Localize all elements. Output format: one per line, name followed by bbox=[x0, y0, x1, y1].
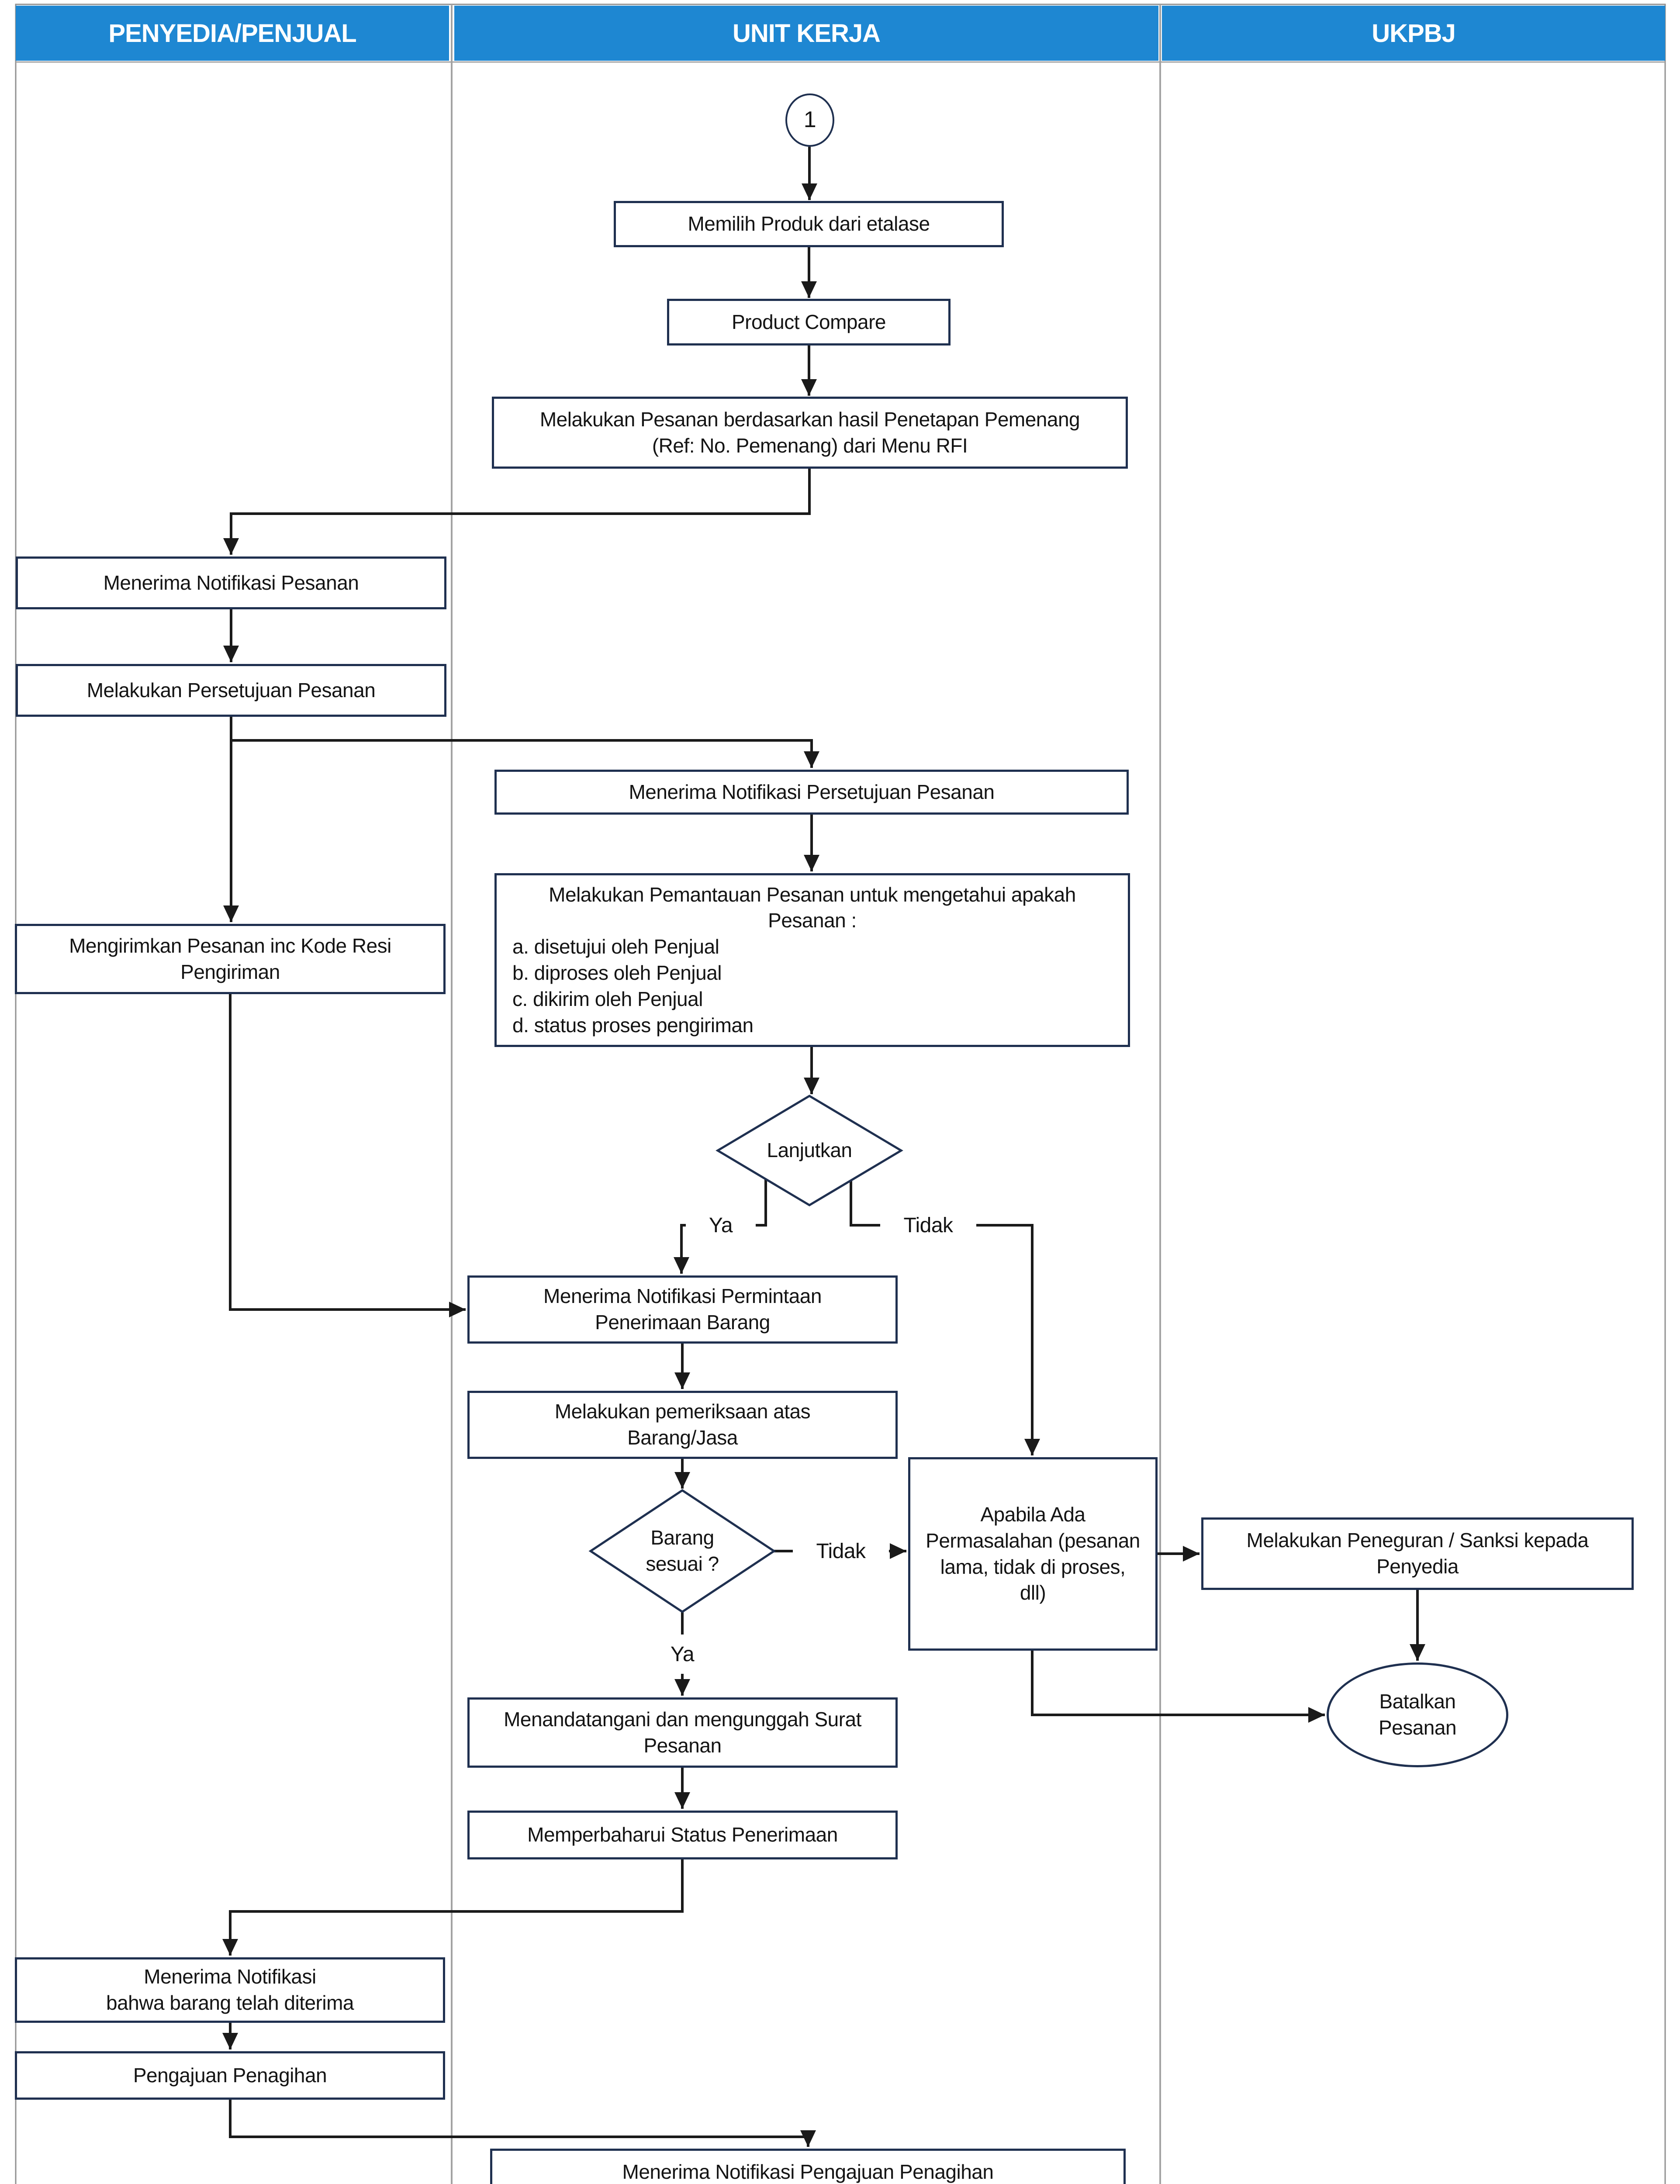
node-label: Melakukan pemeriksaan atas Barang/Jasa bbox=[554, 1400, 811, 1449]
node-label: Melakukan Peneguran / Sanksi kepada Peny… bbox=[1246, 1529, 1589, 1578]
node-label: Melakukan Pesanan berdasarkan hasil Pene… bbox=[539, 408, 1080, 457]
node-label-title: Melakukan Pemantauan Pesanan untuk menge… bbox=[549, 883, 1076, 932]
node-pesanan-rfi: Melakukan Pesanan berdasarkan hasil Pene… bbox=[492, 397, 1128, 469]
node-menerima-notifikasi-pengajuan-penagihan: Menerima Notifikasi Pengajuan Penagihan bbox=[490, 2149, 1126, 2184]
arrow-apabila-to-batalkan bbox=[1031, 1651, 1325, 1723]
node-label: Memperbaharui Status Penerimaan bbox=[527, 1823, 838, 1846]
node-melakukan-pemantauan-pesanan: Melakukan Pemantauan Pesanan untuk menge… bbox=[494, 873, 1130, 1047]
edge-label-tidak-lanjutkan: Tidak bbox=[880, 1206, 976, 1245]
node-label: Melakukan Persetujuan Pesanan bbox=[86, 678, 376, 702]
node-memperbaharui-status-penerimaan: Memperbaharui Status Penerimaan bbox=[467, 1811, 898, 1859]
node-product-compare: Product Compare bbox=[667, 299, 951, 346]
node-label: Mengirimkan Pesanan inc Kode Resi Pengir… bbox=[69, 934, 391, 983]
node-mengirimkan-pesanan-kode-resi: Mengirimkan Pesanan inc Kode Resi Pengir… bbox=[15, 924, 446, 994]
lane-header-label: UNIT KERJA bbox=[732, 19, 881, 48]
node-menerima-notifikasi-barang-diterima: Menerima Notifikasi bahwa barang telah d… bbox=[15, 1957, 445, 2023]
node-apabila-ada-permasalahan: Apabila Ada Permasalahan (pesanan lama, … bbox=[908, 1457, 1158, 1651]
node-label: Barang sesuai ? bbox=[646, 1526, 719, 1575]
edge-label-text: Ya bbox=[709, 1213, 733, 1237]
node-label: Lanjutkan bbox=[767, 1139, 853, 1162]
node-menerima-notifikasi-permintaan: Menerima Notifikasi Permintaan Penerimaa… bbox=[467, 1275, 898, 1344]
node-label: Product Compare bbox=[732, 310, 886, 333]
node-pengajuan-penagihan: Pengajuan Penagihan bbox=[15, 2051, 445, 2100]
connector-start-1: 1 bbox=[785, 93, 834, 147]
lane-header-label: PENYEDIA/PENJUAL bbox=[108, 19, 356, 48]
arrow-pesanan-to-notifpesanan bbox=[223, 469, 811, 555]
arrow-status-to-notifditerima bbox=[222, 1859, 684, 1956]
node-memilih-produk: Memilih Produk dari etalase bbox=[614, 201, 1004, 247]
edge-label-text: Tidak bbox=[816, 1539, 866, 1563]
node-menerima-notifikasi-persetujuan-pesanan: Menerima Notifikasi Persetujuan Pesanan bbox=[494, 770, 1129, 815]
node-label: Menerima Notifikasi Persetujuan Pesanan bbox=[629, 780, 995, 803]
node-label: Menandatangani dan mengunggah Surat Pesa… bbox=[504, 1707, 861, 1757]
edge-label-tidak-barang-sesuai: Tidak bbox=[793, 1531, 889, 1571]
terminal-batalkan-pesanan: Batalkan Pesanan bbox=[1327, 1662, 1508, 1767]
arrow-pengajuan-to-notifpengajuan bbox=[229, 2100, 816, 2147]
edge-label-ya-lanjutkan: Ya bbox=[686, 1206, 756, 1245]
edge-label-text: Ya bbox=[670, 1642, 695, 1666]
page-border bbox=[15, 3, 1666, 2184]
node-label: Menerima Notifikasi Pesanan bbox=[103, 571, 359, 594]
lane-header-label: UKPBJ bbox=[1372, 19, 1456, 48]
connector-start-label: 1 bbox=[803, 107, 816, 133]
node-menerima-notifikasi-pesanan: Menerima Notifikasi Pesanan bbox=[16, 556, 446, 609]
lane-header-unit-kerja: UNIT KERJA bbox=[454, 6, 1158, 61]
lane-header-penyedia-penjual: PENYEDIA/PENJUAL bbox=[16, 6, 449, 61]
lane-header-ukpbj: UKPBJ bbox=[1162, 6, 1665, 61]
node-label: Pengajuan Penagihan bbox=[133, 2063, 327, 2087]
node-label: Memilih Produk dari etalase bbox=[688, 212, 930, 235]
node-label: Batalkan Pesanan bbox=[1378, 1690, 1457, 1739]
node-label-items: a. disetujui oleh Penjual b. diproses ol… bbox=[512, 935, 754, 1037]
node-menandatangani-surat-pesanan: Menandatangani dan mengunggah Surat Pesa… bbox=[467, 1697, 898, 1768]
decision-barang-sesuai-label: Barang sesuai ? bbox=[591, 1490, 774, 1612]
node-label: Menerima Notifikasi Permintaan Penerimaa… bbox=[543, 1285, 822, 1334]
node-label: Menerima Notifikasi Pengajuan Penagihan bbox=[622, 2160, 994, 2183]
decision-lanjutkan-label: Lanjutkan bbox=[718, 1096, 901, 1205]
edge-label-ya-barang-sesuai: Ya bbox=[647, 1635, 717, 1674]
arrow-kirimresi-to-notifpermintaan bbox=[229, 994, 466, 1317]
edge-label-text: Tidak bbox=[903, 1213, 953, 1237]
node-label: Menerima Notifikasi bahwa barang telah d… bbox=[106, 1965, 354, 2014]
node-melakukan-peneguran-sanksi: Melakukan Peneguran / Sanksi kepada Peny… bbox=[1201, 1517, 1634, 1590]
arrow-persetujuan-to-notifpersetujuan bbox=[231, 739, 819, 768]
node-melakukan-persetujuan-pesanan: Melakukan Persetujuan Pesanan bbox=[16, 664, 446, 717]
decision-barang-sesuai-shape bbox=[588, 1489, 776, 1613]
node-label: Apabila Ada Permasalahan (pesanan lama, … bbox=[926, 1503, 1140, 1604]
decision-lanjutkan-shape bbox=[716, 1095, 903, 1206]
node-melakukan-pemeriksaan: Melakukan pemeriksaan atas Barang/Jasa bbox=[467, 1391, 898, 1459]
